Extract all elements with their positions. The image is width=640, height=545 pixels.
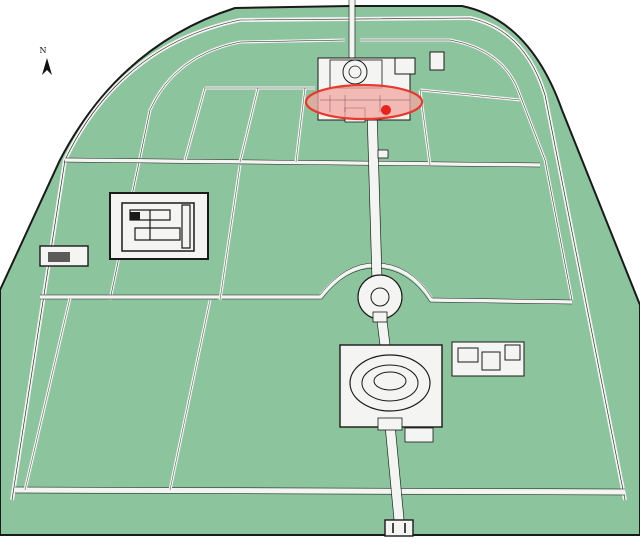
- ne-building-1: [394, 57, 416, 75]
- north-arrow-icon: [42, 58, 52, 75]
- west-palace-buildings: [129, 204, 191, 249]
- ne-building-3: [377, 149, 389, 159]
- north-label: N: [40, 46, 47, 55]
- cross-road-upper-edge: [63, 157, 541, 168]
- park-grounds: [0, 5, 640, 536]
- south-gate-detail: [392, 523, 406, 533]
- central-axis-walkway-edge: [366, 109, 406, 531]
- south-gate: [384, 519, 414, 537]
- outer-ring-road-edge: [11, 17, 626, 501]
- cross-road-lower: [14, 487, 626, 495]
- ne-building-2: [429, 51, 445, 71]
- south-altar-middle-ring: [361, 364, 419, 402]
- highlight-region-building-lines: [320, 95, 410, 112]
- north-temple-hall-inner: [348, 65, 362, 79]
- west-palace-dark-block: [130, 212, 140, 220]
- south-altar-inner-ring: [373, 371, 407, 391]
- highlight-region[interactable]: [304, 83, 424, 121]
- cross-road-lower-edge: [14, 486, 626, 496]
- location-dot-icon: [381, 105, 391, 115]
- inner-ring-road-edge: [109, 39, 573, 301]
- upper-grid-roads-edge: [184, 87, 521, 166]
- west-connector-roads-edge: [24, 164, 241, 491]
- south-altar-enclosure: [339, 344, 443, 428]
- central-pavilion-gate: [372, 311, 388, 323]
- south-altar-annex: [404, 427, 434, 443]
- far-west-building-detail: [48, 252, 70, 262]
- east-building-details: [457, 344, 521, 371]
- south-altar-outer-ring: [349, 354, 431, 412]
- central-pavilion: [370, 287, 390, 307]
- north-temple-hall: [342, 59, 368, 85]
- north-arrow: N: [40, 46, 52, 75]
- south-altar-gate: [377, 417, 403, 431]
- east-building-group: [451, 341, 525, 377]
- cross-road-upper: [64, 158, 541, 167]
- north-entry-road-edge: [348, 0, 356, 58]
